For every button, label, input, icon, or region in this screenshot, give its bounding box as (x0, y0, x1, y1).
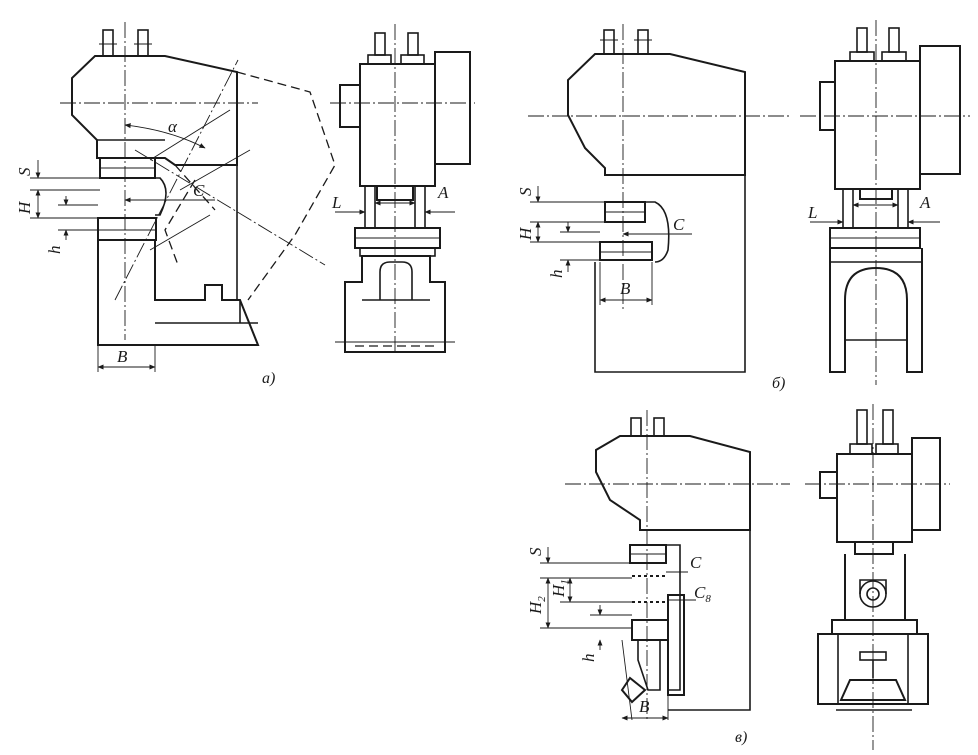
label-B-b: B (620, 279, 631, 298)
label-S-v: S (526, 547, 545, 556)
label-H2: H2 (526, 596, 548, 615)
view-b-side: S H h C B б) (516, 24, 790, 392)
label-B-v: B (639, 697, 650, 716)
label-h-v: h (579, 654, 598, 663)
view-v-side: S H2 H1 h C C8 B в) (526, 410, 790, 746)
view-a-front: L A (330, 24, 475, 353)
label-alpha: α (168, 117, 178, 136)
label-A-a: A (437, 183, 449, 202)
label-C: C (193, 181, 205, 200)
view-b-front: L A (800, 20, 970, 385)
label-L-a: L (331, 193, 341, 212)
label-H: H (15, 200, 34, 215)
caption-v: в) (735, 729, 747, 746)
view-v-front (805, 404, 950, 750)
label-C8: C8 (694, 583, 711, 605)
label-S-b: S (516, 187, 535, 196)
label-L-b: L (807, 203, 817, 222)
label-A-b: A (919, 193, 931, 212)
label-H1: H1 (549, 579, 571, 598)
label-h: h (45, 246, 64, 255)
view-a-side: α S H h C B а) (15, 22, 336, 387)
caption-a: а) (262, 370, 275, 387)
label-C-v: C (690, 553, 702, 572)
label-S: S (15, 167, 34, 176)
caption-b: б) (772, 375, 785, 392)
label-H-b: H (516, 226, 535, 241)
label-B: B (117, 347, 128, 366)
label-h-b: h (547, 270, 566, 279)
label-C-b: C (673, 215, 685, 234)
